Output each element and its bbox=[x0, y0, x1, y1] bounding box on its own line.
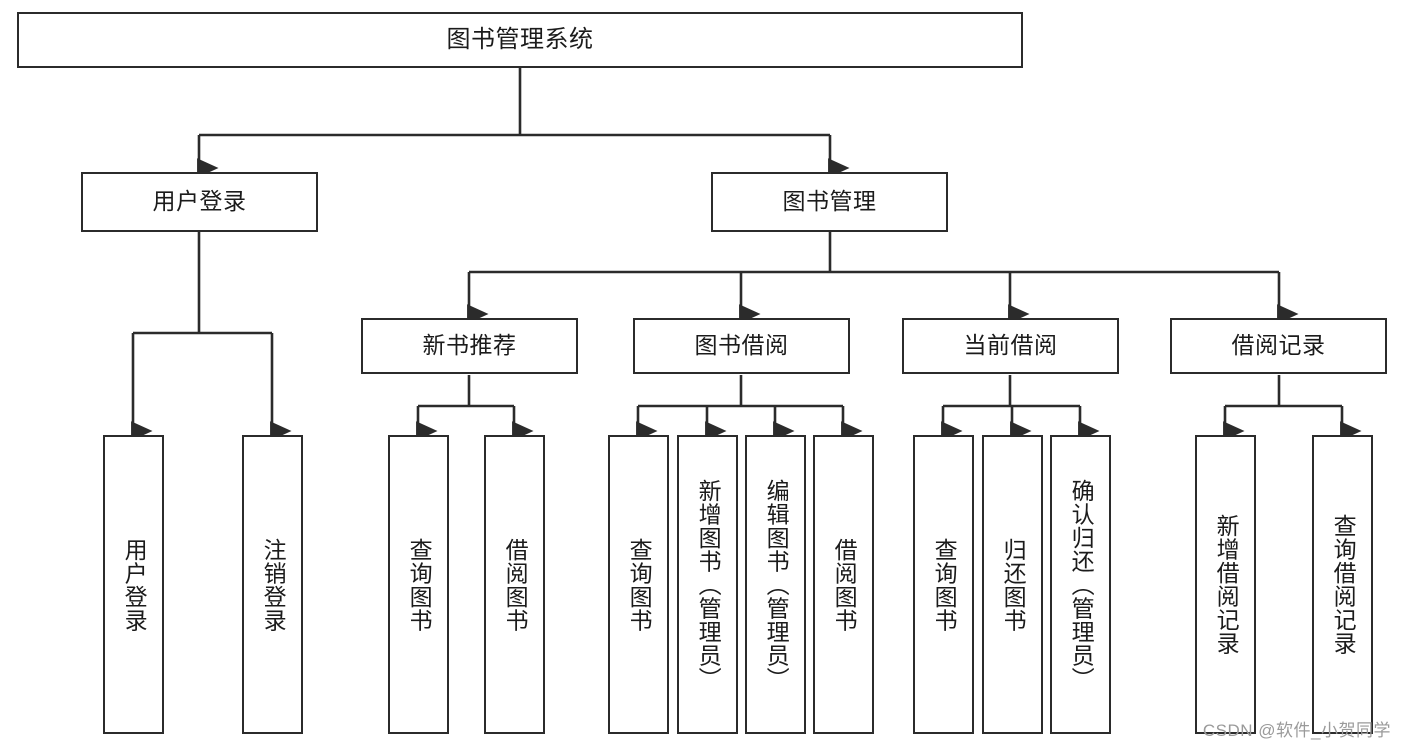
node-leaf-add-book[interactable]: 新增图书（管理员） bbox=[677, 435, 738, 734]
node-leaf-logout-login-label: 注销登录 bbox=[260, 537, 287, 632]
node-leaf-query-record-label: 查询借阅记录 bbox=[1330, 514, 1357, 655]
node-leaf-edit-book[interactable]: 编辑图书（管理员） bbox=[745, 435, 806, 734]
node-leaf-query-book-3[interactable]: 查询图书 bbox=[913, 435, 974, 734]
node-leaf-borrow-book-1[interactable]: 借阅图书 bbox=[484, 435, 545, 734]
node-leaf-query-book-1[interactable]: 查询图书 bbox=[388, 435, 449, 734]
node-leaf-query-book-3-label: 查询图书 bbox=[931, 537, 958, 632]
node-leaf-add-book-label: 新增图书（管理员） bbox=[695, 478, 722, 691]
node-user-login[interactable]: 用户登录 bbox=[81, 172, 318, 232]
node-leaf-query-record[interactable]: 查询借阅记录 bbox=[1312, 435, 1373, 734]
node-leaf-query-book-2-label: 查询图书 bbox=[626, 537, 653, 632]
node-leaf-borrow-book-2-label: 借阅图书 bbox=[831, 537, 858, 632]
node-leaf-borrow-book-1-label: 借阅图书 bbox=[502, 537, 529, 632]
node-leaf-return-book[interactable]: 归还图书 bbox=[982, 435, 1043, 734]
node-new-book-recommend[interactable]: 新书推荐 bbox=[361, 318, 578, 374]
node-new-book-recommend-label: 新书推荐 bbox=[422, 332, 517, 359]
node-leaf-user-login-label: 用户登录 bbox=[121, 537, 148, 632]
node-book-borrow[interactable]: 图书借阅 bbox=[633, 318, 850, 374]
node-root-label: 图书管理系统 bbox=[446, 25, 594, 53]
node-current-borrow[interactable]: 当前借阅 bbox=[902, 318, 1119, 374]
node-book-borrow-label: 图书借阅 bbox=[694, 332, 789, 359]
node-book-manage-label: 图书管理 bbox=[782, 188, 877, 215]
node-leaf-return-book-label: 归还图书 bbox=[1000, 537, 1027, 632]
node-borrow-record-label: 借阅记录 bbox=[1231, 332, 1326, 359]
node-leaf-add-record-label: 新增借阅记录 bbox=[1213, 514, 1240, 655]
node-leaf-query-book-2[interactable]: 查询图书 bbox=[608, 435, 669, 734]
node-leaf-confirm-return[interactable]: 确认归还（管理员） bbox=[1050, 435, 1111, 734]
node-leaf-borrow-book-2[interactable]: 借阅图书 bbox=[813, 435, 874, 734]
watermark: CSDN @软件_小贺同学 bbox=[1202, 721, 1391, 740]
node-user-login-label: 用户登录 bbox=[152, 188, 247, 215]
node-leaf-user-login[interactable]: 用户登录 bbox=[103, 435, 164, 734]
node-root[interactable]: 图书管理系统 bbox=[17, 12, 1023, 68]
node-leaf-confirm-return-label: 确认归还（管理员） bbox=[1068, 478, 1095, 691]
node-leaf-query-book-1-label: 查询图书 bbox=[406, 537, 433, 632]
node-book-manage[interactable]: 图书管理 bbox=[711, 172, 948, 232]
node-current-borrow-label: 当前借阅 bbox=[963, 332, 1058, 359]
node-leaf-edit-book-label: 编辑图书（管理员） bbox=[763, 478, 790, 691]
node-leaf-add-record[interactable]: 新增借阅记录 bbox=[1195, 435, 1256, 734]
node-leaf-logout-login[interactable]: 注销登录 bbox=[242, 435, 303, 734]
node-borrow-record[interactable]: 借阅记录 bbox=[1170, 318, 1387, 374]
